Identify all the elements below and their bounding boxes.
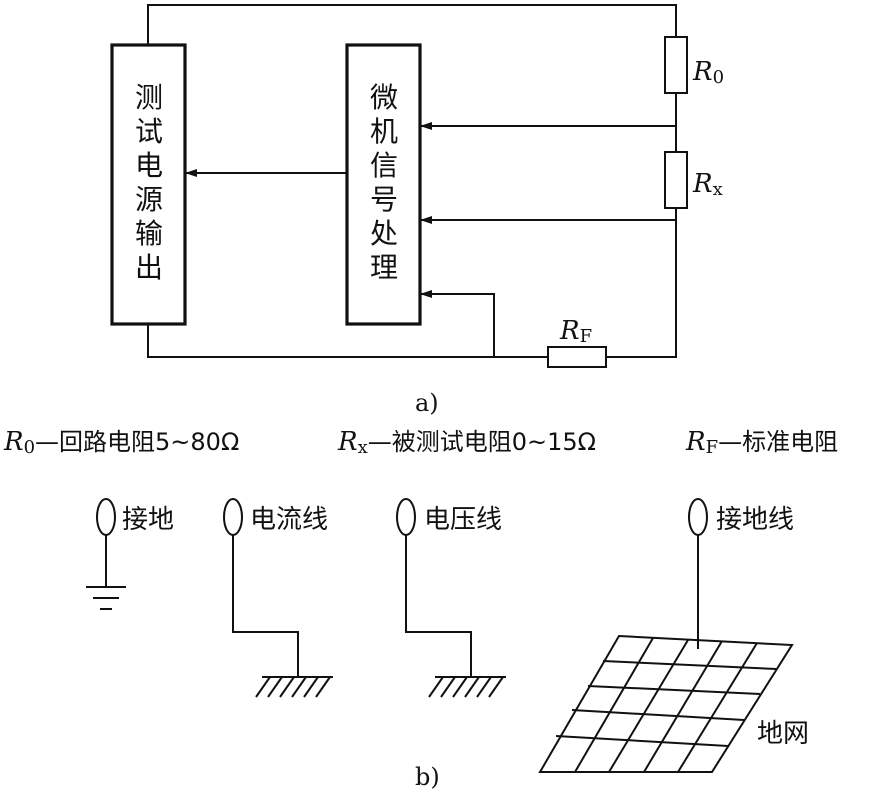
legend: R0—回路电阻5~80Ω Rx—被测试电阻0~15Ω RF—标准电阻 — [3, 427, 838, 458]
legend-r0: R0—回路电阻5~80Ω — [3, 427, 239, 458]
source-char: 输 — [135, 217, 163, 250]
ground-grid — [538, 634, 794, 773]
resistor-rf — [547, 346, 607, 368]
source-char: 源 — [135, 183, 163, 216]
terminals-b: 接地 电流线 电压线 接地线 地网 b) — [86, 498, 809, 791]
r0-label: R0 — [692, 57, 724, 88]
processor-box-label: 微 机 信 号 处 理 — [370, 81, 398, 284]
processor-char: 信 — [370, 149, 398, 182]
source-char: 电 — [135, 149, 163, 182]
bottom-wire — [147, 324, 548, 358]
source-char: 试 — [135, 115, 163, 148]
rf-feed-wire — [420, 290, 495, 357]
terminal-ground-lead-oval — [688, 498, 708, 536]
circuit-a: 测 试 电 源 输 出 微 机 信 号 处 理 R0 Rx RF a) — [110, 4, 724, 417]
processor-box — [345, 43, 422, 326]
terminal-ground-oval — [96, 498, 116, 536]
processor-char: 号 — [370, 183, 398, 216]
part-a-label: a) — [415, 389, 439, 417]
processor-char: 机 — [370, 115, 398, 148]
right-wire-rx-rf — [606, 208, 677, 358]
terminal-ground-lead-label: 接地线 — [716, 505, 794, 535]
legend-rf: RF—标准电阻 — [685, 427, 838, 458]
test-source-box — [110, 43, 187, 326]
resistor-rx — [664, 151, 688, 209]
grid-label: 地网 — [757, 719, 809, 749]
processor-char: 理 — [370, 251, 398, 284]
terminal-current-oval — [223, 498, 243, 536]
rf-label: RF — [559, 316, 592, 347]
source-char: 出 — [135, 251, 163, 284]
legend-rx: Rx—被测试电阻0~15Ω — [337, 427, 596, 458]
processor-char: 处 — [370, 217, 398, 250]
terminal-current-label: 电流线 — [250, 505, 328, 535]
terminal-ground-label: 接地 — [122, 505, 174, 535]
source-box-label: 测 试 电 源 输 出 — [135, 81, 163, 284]
top-wire — [147, 4, 677, 45]
voltage-lead-wire — [405, 535, 472, 677]
ground-symbol — [86, 586, 126, 610]
resistor-r0 — [664, 36, 688, 94]
terminal-voltage-label: 电压线 — [424, 505, 502, 535]
voltage-earth-bar — [428, 676, 506, 698]
processor-char: 微 — [370, 81, 398, 114]
current-lead-wire — [232, 535, 299, 677]
terminal-voltage-oval — [396, 498, 416, 536]
current-earth-bar — [255, 676, 333, 698]
rx-label: Rx — [692, 169, 723, 200]
source-char: 测 — [135, 81, 163, 114]
part-b-label: b) — [415, 763, 440, 791]
